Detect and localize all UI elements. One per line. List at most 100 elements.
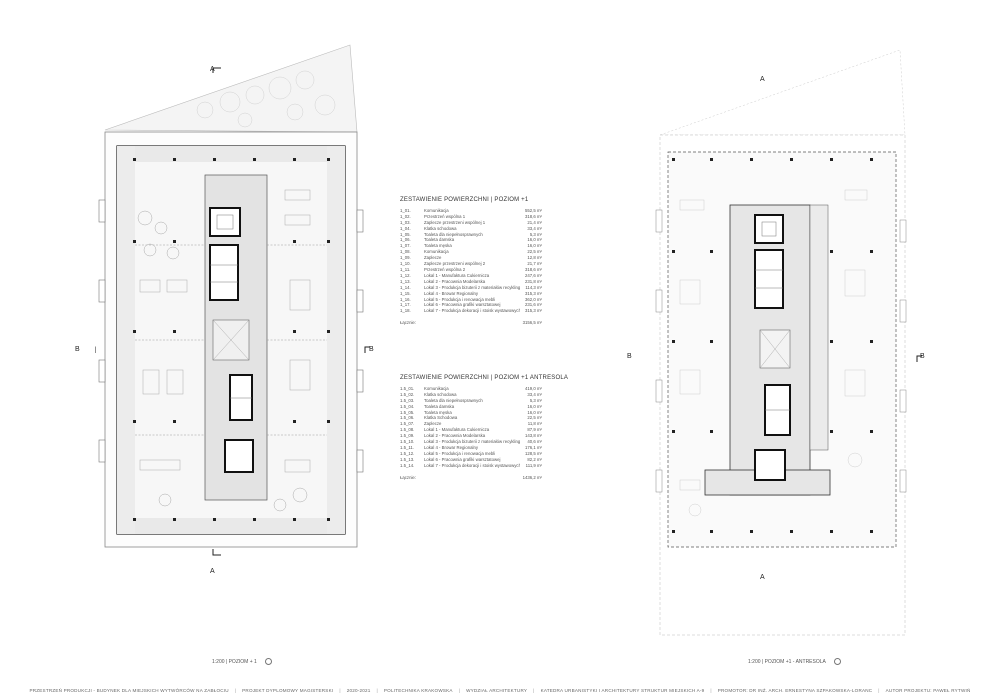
schedule-name: Lokal 5 - Produkcja i renowacja mebli bbox=[424, 450, 496, 456]
schedule-code: 1.5_09. bbox=[400, 433, 415, 439]
schedule-name: Toaleta męska bbox=[424, 243, 452, 249]
schedule-name: Klatka schodowa bbox=[424, 225, 457, 231]
schedule-area: 16,0 m² bbox=[527, 237, 542, 243]
schedule-name: Klatka schodowa bbox=[424, 391, 457, 397]
schedule-code: 1.5_11. bbox=[400, 444, 415, 450]
schedule-code: 1.5_13. bbox=[400, 456, 415, 462]
schedule-name: Lokal 2 - Pracownia Modelarska bbox=[424, 278, 486, 284]
schedule-code: 1.5_03. bbox=[400, 397, 415, 403]
schedule-code: 1_13. bbox=[400, 278, 411, 284]
schedule-area: 128,5 m² bbox=[525, 450, 542, 456]
schedule-row: 1_12. Lokal 1 - Manufaktura Cukiernicza 24… bbox=[400, 273, 542, 279]
scale-label-right: 1:200 | POZIOM +1 - ANTRESOLA bbox=[748, 658, 841, 665]
schedule-row: 1_16. Lokal 5 - Produkcja i renowacja meb… bbox=[400, 297, 542, 303]
schedule-code: 1_11. bbox=[400, 266, 411, 272]
section-b-right-left: B bbox=[369, 346, 374, 353]
schedule-name: Lokal 3 - Produkcja bizuterii z materiał… bbox=[424, 284, 520, 290]
schedule-name: Lokal 2 - Pracownia Modelarska bbox=[424, 433, 486, 439]
schedule-name: Lokal 1 - Manufaktura Cukiernicza bbox=[424, 272, 490, 278]
schedule-row: 1.5_12. Lokal 5 - Produkcja i renowacja m… bbox=[400, 451, 568, 457]
schedule-name: Przestrzeń wspólna 1 bbox=[424, 213, 466, 219]
section-b-right-right: B bbox=[920, 353, 925, 360]
schedule-name: Lokal 3 - Produkcja bizuterii z materiał… bbox=[424, 439, 520, 445]
schedule-name: Toaleta damska bbox=[424, 403, 455, 409]
schedule-code: 1_06. bbox=[400, 237, 411, 243]
schedule-area: 419,0 m² bbox=[525, 385, 542, 391]
schedule-row: 1_02. Przestrzeń wspólna 1 318,6 m² bbox=[400, 214, 542, 220]
footer-separator: | bbox=[234, 688, 237, 693]
schedule-name: Zaplecze przestrzeni wspólnej 2 bbox=[424, 261, 486, 267]
schedule-code: 1.5_12. bbox=[400, 450, 415, 456]
schedule-row: 1_18.Lokal 7 - Produkcja dekoracji i sto… bbox=[400, 308, 542, 314]
section-a-bottom-left: A bbox=[210, 568, 215, 575]
schedule-title: ZESTAWIENIE POWIERZCHNI | POZIOM +1 bbox=[400, 197, 529, 203]
schedule-name: Komunikacja bbox=[424, 385, 449, 391]
schedule-name: Toaleta dla niepełnosprawnych bbox=[424, 397, 483, 403]
schedule-code: 1_16. bbox=[400, 296, 411, 302]
schedule-row: 1.5_10. Lokal 3 - Produkcja bizuterii z m… bbox=[400, 439, 568, 445]
footer-item: PROJEKT DYPLOMOWY MAGISTERSKI bbox=[242, 688, 334, 693]
schedule-area: 87,9 m² bbox=[527, 427, 542, 433]
footer-item: AUTOR PROJEKTU: PAWEŁ RYTWIŃ bbox=[885, 688, 971, 693]
schedule-code: 1_12. bbox=[400, 272, 411, 278]
schedule-row: 1_14.Lokal 3 - Produkcja bizuterii z mat… bbox=[400, 285, 542, 291]
schedule-total-value: 1436,2 m² bbox=[522, 474, 542, 480]
schedule-area: 362,0 m² bbox=[525, 296, 542, 302]
schedule-name: Lokal 4 - Browar Regionalny bbox=[424, 444, 478, 450]
schedule-name: Lokal 4 - Browar Regionalny bbox=[424, 290, 478, 296]
footer-separator: | bbox=[533, 688, 535, 693]
schedule-code: 1_03. bbox=[400, 219, 411, 225]
section-b-left-left: B bbox=[75, 346, 80, 353]
footer-separator: | bbox=[878, 688, 880, 693]
schedule-area: 318,6 m² bbox=[525, 213, 542, 219]
schedule-code: 1_09. bbox=[400, 255, 411, 261]
schedule-name: Zaplecze przestrzeni wspólnej 1 bbox=[424, 219, 486, 225]
schedule-area: 247,6 m² bbox=[525, 272, 542, 278]
schedule-code: 1.5_14. bbox=[400, 462, 415, 468]
schedule-area: 11,8 m² bbox=[527, 421, 542, 427]
schedule-name: Komunikacja bbox=[424, 207, 449, 213]
section-a-top-left: A bbox=[210, 66, 215, 73]
schedule-area: 231,8 m² bbox=[525, 278, 542, 284]
schedule-area: 143,8 m² bbox=[525, 433, 542, 439]
schedule-row: 1_13. Lokal 2 - Pracownia Modelarska 231,8… bbox=[400, 279, 542, 285]
schedule-name: Zaplecze bbox=[424, 421, 442, 427]
schedule-area: 5,3 m² bbox=[529, 231, 542, 237]
schedule-code: 1_02. bbox=[400, 213, 411, 219]
schedule-area: 40,6 m² bbox=[527, 439, 542, 445]
floor-plan-level-1 bbox=[95, 44, 370, 556]
schedule-name: Lokal 6 - Pracownia grafiki warsztatowej bbox=[424, 302, 501, 308]
schedule-area: 16,0 m² bbox=[527, 409, 542, 415]
title-block-footer: PRZESTRZEŃ PRODUKCJI - BUDYNEK DLA MIEJS… bbox=[0, 688, 1000, 696]
schedule-area: 176,1 m² bbox=[525, 444, 542, 450]
schedule-area: 231,6 m² bbox=[525, 302, 542, 308]
schedule-name: Klatka Schodowa bbox=[424, 415, 458, 421]
schedule-total: Łącznie: 1436,2 m² bbox=[400, 475, 568, 481]
schedule-row: 1_17.Lokal 6 - Pracownia grafiki warszta… bbox=[400, 302, 542, 308]
schedule-code: 1.5_04. bbox=[400, 403, 415, 409]
schedule-area: 5,3 m² bbox=[529, 397, 542, 403]
schedule-total-label: Łącznie: bbox=[400, 474, 417, 480]
section-a-bottom-right: A bbox=[760, 574, 765, 581]
schedule-area: 552,5 m² bbox=[525, 207, 542, 213]
schedule-name: Komunikacja bbox=[424, 249, 449, 255]
schedule-name: Lokal 5 - Produkcja i renowacja mebli bbox=[424, 296, 496, 302]
footer-separator: | bbox=[458, 688, 461, 693]
footer-item: 2020-2021 bbox=[346, 688, 371, 693]
schedule-code: 1.5_10. bbox=[400, 439, 415, 445]
footer-item: PROMOTOR: DR INŻ. ARCH. ERNESTYNA SZPAKO… bbox=[717, 688, 873, 693]
schedule-area: 315,3 m² bbox=[525, 290, 542, 296]
schedule-code: 1.5_06. bbox=[400, 415, 415, 421]
schedule-code: 1_01. bbox=[400, 207, 411, 213]
north-arrow-icon bbox=[833, 658, 841, 665]
schedule-row: 1_01. Komunikacja 552,5 m² bbox=[400, 208, 542, 214]
